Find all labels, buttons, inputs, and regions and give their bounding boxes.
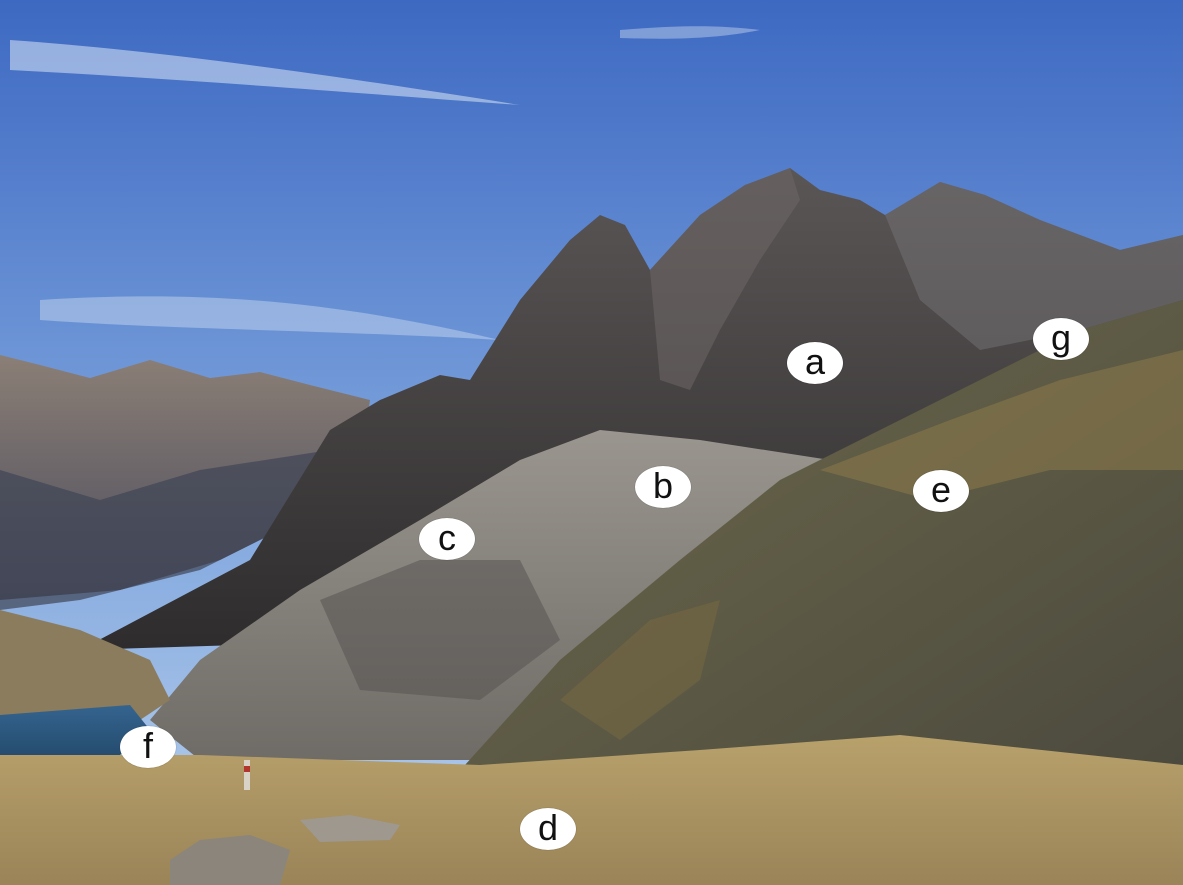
label-d: d — [520, 808, 576, 850]
foreground-rocks — [300, 815, 400, 842]
rock-ridge-highlight — [650, 168, 800, 390]
lake — [0, 705, 150, 760]
label-f: f — [120, 726, 176, 768]
label-g: g — [1033, 318, 1089, 360]
rock-ridge-highlight — [885, 182, 1183, 350]
foreground-meadow — [0, 735, 1183, 885]
ridge-grass-patch — [560, 600, 720, 740]
far-valley-shadow — [0, 450, 330, 610]
cloud-streak — [10, 40, 520, 105]
scree-shadow — [320, 560, 560, 700]
label-a: a — [787, 342, 843, 384]
left-pasture — [0, 610, 170, 720]
main-rock-massif — [80, 168, 1183, 650]
trail-marker-stripe — [244, 766, 250, 772]
label-e: e — [913, 470, 969, 512]
trail-marker-post — [244, 760, 250, 790]
ridge-grass-patch — [820, 350, 1183, 500]
label-b: b — [635, 466, 691, 508]
label-c: c — [419, 518, 475, 560]
cloud-streak — [620, 26, 760, 39]
foreground-rocks — [170, 835, 290, 885]
cloud-streak — [40, 296, 500, 340]
